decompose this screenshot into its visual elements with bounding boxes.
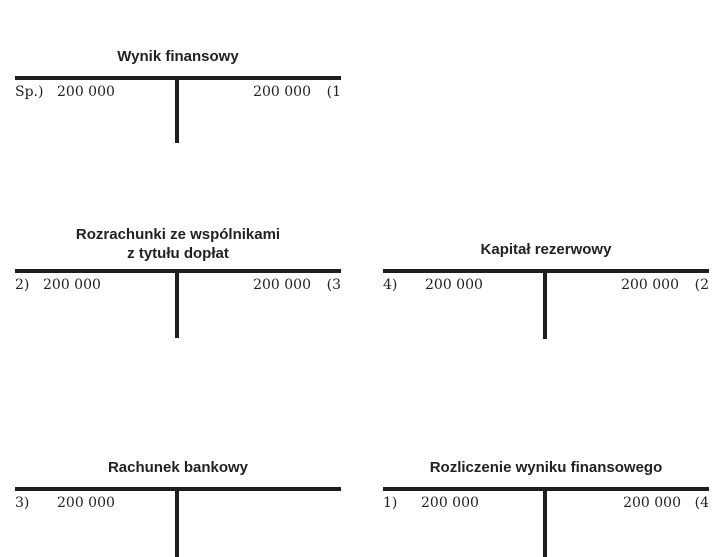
account-divider bbox=[543, 269, 547, 339]
credit-amount: 200 000 bbox=[621, 277, 679, 293]
credit-ref: (4 bbox=[694, 495, 709, 511]
account-entry-row: 3) 200 000 bbox=[15, 495, 341, 517]
debit-amount: 200 000 bbox=[57, 495, 115, 511]
account-entry-row: Sp.) 200 000 200 000 (1 bbox=[15, 84, 341, 106]
credit-amount: 200 000 bbox=[623, 495, 681, 511]
debit-ref: 1) bbox=[383, 495, 398, 511]
account-entry-row: 2) 200 000 200 000 (3 bbox=[15, 277, 341, 299]
debit-ref: Sp.) bbox=[15, 84, 44, 100]
account-title: Rozrachunki ze wspólnikami z tytułu dopł… bbox=[75, 226, 281, 262]
debit-amount: 200 000 bbox=[421, 495, 479, 511]
debit-amount: 200 000 bbox=[425, 277, 483, 293]
credit-amount: 200 000 bbox=[253, 277, 311, 293]
account-entry-row: 1) 200 000 200 000 (4 bbox=[383, 495, 709, 517]
account-title: Kapitał rezerwowy bbox=[480, 241, 612, 258]
credit-ref: (1 bbox=[326, 84, 341, 100]
account-divider bbox=[175, 76, 179, 143]
account-title: Rozliczenie wyniku finansowego bbox=[429, 459, 663, 476]
debit-amount: 200 000 bbox=[57, 84, 115, 100]
debit-ref: 4) bbox=[383, 277, 398, 293]
account-title: Wynik finansowy bbox=[117, 48, 239, 65]
debit-amount: 200 000 bbox=[43, 277, 101, 293]
credit-ref: (2 bbox=[694, 277, 709, 293]
credit-ref: (3 bbox=[326, 277, 341, 293]
debit-ref: 2) bbox=[15, 277, 30, 293]
credit-amount: 200 000 bbox=[253, 84, 311, 100]
account-divider bbox=[543, 487, 547, 557]
account-divider bbox=[175, 487, 179, 557]
account-entry-row: 4) 200 000 200 000 (2 bbox=[383, 277, 709, 299]
debit-ref: 3) bbox=[15, 495, 30, 511]
account-title: Rachunek bankowy bbox=[107, 459, 249, 476]
account-divider bbox=[175, 269, 179, 338]
